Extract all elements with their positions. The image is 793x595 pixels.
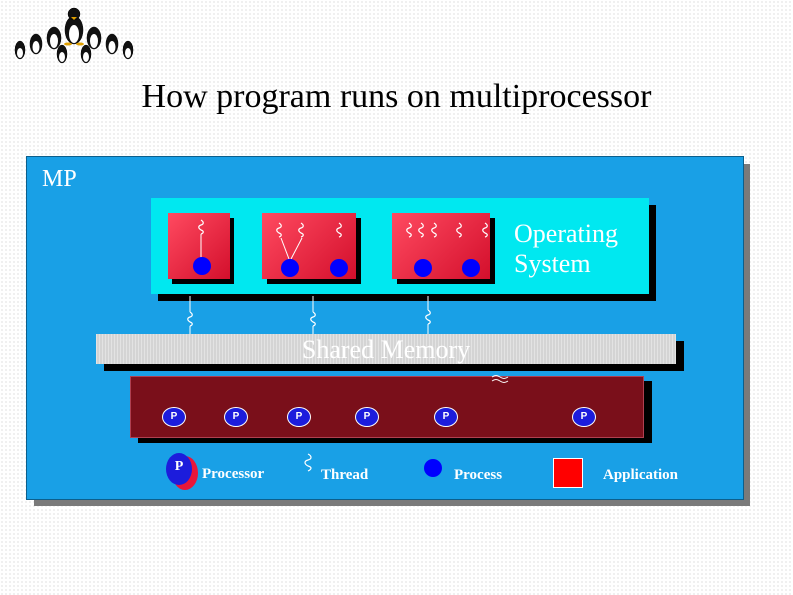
legend-process-icon bbox=[424, 459, 442, 477]
slide-title: How program runs on multiprocessor bbox=[141, 78, 652, 115]
processor-chip-5: P bbox=[434, 407, 458, 427]
os-label-line1: Operating bbox=[514, 219, 618, 248]
process-icon bbox=[462, 259, 480, 277]
process-icon bbox=[281, 259, 299, 277]
legend-process-label: Process bbox=[454, 467, 503, 483]
thread-icon bbox=[336, 222, 342, 238]
connector-2 bbox=[310, 296, 316, 334]
legend-processor-letter: P bbox=[166, 453, 192, 485]
shared-memory-label: Shared Memory bbox=[301, 335, 471, 364]
penguin-logo bbox=[14, 7, 134, 64]
process-icon bbox=[193, 257, 211, 275]
thread-link bbox=[280, 237, 290, 260]
connector-1 bbox=[187, 296, 193, 334]
os-label-line2: System bbox=[514, 249, 591, 278]
processor-chip-6: P bbox=[572, 407, 596, 427]
thread-icon bbox=[418, 222, 424, 238]
legend-application-icon bbox=[553, 458, 583, 488]
thread-icon bbox=[276, 222, 282, 238]
shared-memory-bar bbox=[96, 334, 676, 364]
processor-chip-3: P bbox=[287, 407, 311, 427]
legend-thread-label: Thread bbox=[321, 467, 369, 483]
process-icon bbox=[414, 259, 432, 277]
thread-link bbox=[290, 237, 303, 260]
thread-icon bbox=[198, 219, 204, 235]
thread-icon bbox=[431, 222, 437, 238]
application-1 bbox=[168, 213, 230, 279]
processor-chip-1: P bbox=[162, 407, 186, 427]
legend-processor-label: Processor bbox=[202, 466, 265, 482]
connector-3 bbox=[425, 296, 431, 334]
processor-chip-2: P bbox=[224, 407, 248, 427]
legend-thread-icon bbox=[304, 453, 312, 472]
thread-icon bbox=[298, 222, 304, 238]
thread-icon bbox=[406, 222, 412, 238]
processor-board bbox=[130, 376, 644, 438]
legend-application-label: Application bbox=[603, 467, 679, 483]
thread-icon bbox=[482, 222, 488, 238]
processor-chip-4: P bbox=[355, 407, 379, 427]
os-label: Operating System bbox=[514, 219, 618, 279]
process-icon bbox=[330, 259, 348, 277]
thread-icon bbox=[456, 222, 462, 238]
mp-label: MP bbox=[42, 166, 77, 192]
thread-icon bbox=[491, 375, 509, 383]
legend-processor-icon: P bbox=[166, 453, 200, 490]
